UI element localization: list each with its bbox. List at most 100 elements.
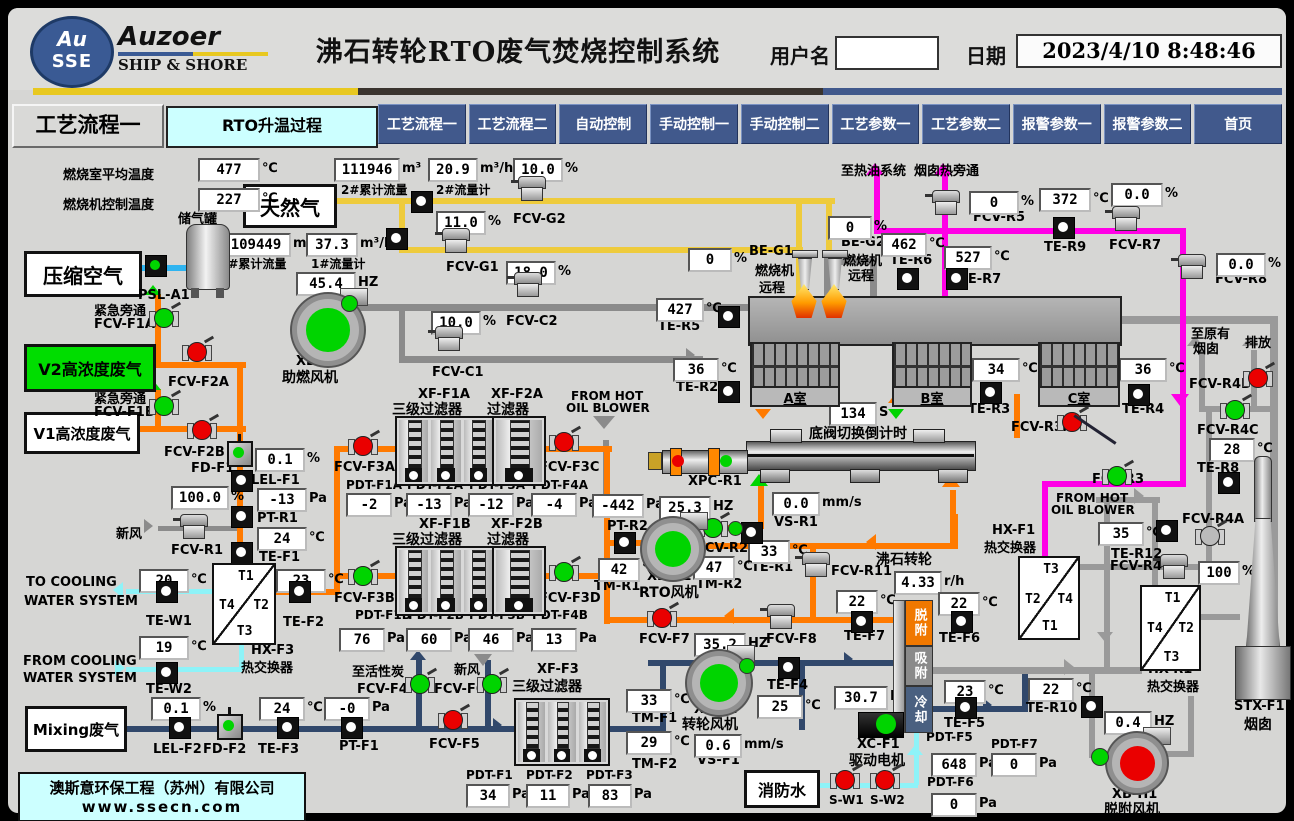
fcv-r3-valve[interactable] bbox=[1102, 459, 1135, 486]
te-r6-value: 462 bbox=[881, 233, 927, 257]
xf-f3-cap bbox=[523, 748, 540, 762]
fcv-r5-valve[interactable] bbox=[925, 190, 960, 215]
fcv-r5-pos-value: 0 bbox=[969, 191, 1019, 215]
vs-r1-value: 0.0 bbox=[772, 492, 820, 516]
lel-f1-unit: % bbox=[307, 451, 321, 466]
nav-button-5[interactable]: 手动控制二 bbox=[740, 104, 829, 144]
fcv-f7-valve[interactable] bbox=[647, 601, 680, 628]
fcv-f3c-valve[interactable] bbox=[549, 425, 582, 452]
label-PT-R1: PT-R1 bbox=[257, 511, 298, 526]
label-OIL BLOWER: OIL BLOWER bbox=[1051, 503, 1135, 517]
fcv-f5-valve[interactable] bbox=[438, 703, 471, 730]
fcv-f2a-valve[interactable] bbox=[182, 335, 215, 362]
te-r3-unit: ℃ bbox=[1022, 361, 1038, 376]
fcv-r4b-valve[interactable] bbox=[1243, 361, 1276, 388]
xb-f1-freq-value: 35.2 bbox=[694, 633, 746, 657]
label-TM-F2: TM-F2 bbox=[632, 757, 678, 772]
xb-r1-fan[interactable] bbox=[642, 518, 704, 580]
current-page-plate: 工艺流程一 bbox=[12, 104, 164, 148]
datetime-display: 2023/4/10 8:48:46 bbox=[1016, 34, 1282, 68]
fcv-r4c-part bbox=[1225, 400, 1245, 420]
gas2-flow-unit: m³/h bbox=[480, 161, 514, 176]
fcv-r4a-valve[interactable] bbox=[1195, 519, 1228, 546]
wheel-zone-脱附: 脱附 bbox=[905, 600, 933, 646]
arrow-cyan bbox=[907, 745, 923, 755]
username-input[interactable] bbox=[835, 36, 939, 70]
lel-f1-indicator bbox=[231, 470, 253, 492]
fcv-f1b-valve[interactable] bbox=[149, 389, 182, 416]
fcv-r11-valve[interactable] bbox=[795, 552, 830, 577]
nav-button-1[interactable]: 工艺流程一 bbox=[378, 104, 466, 144]
s-w1-valve[interactable] bbox=[830, 763, 863, 790]
nav-button-6[interactable]: 工艺参数一 bbox=[831, 104, 920, 144]
label-XF-F2A: XF-F2A bbox=[491, 387, 543, 402]
label-紧急旁通: 紧急旁通 bbox=[94, 304, 147, 319]
fcv-c2-valve[interactable] bbox=[507, 272, 542, 297]
label-新风: 新风 bbox=[454, 663, 481, 678]
fcv-r8-valve[interactable] bbox=[1171, 254, 1206, 279]
label-WATER SYSTEM: WATER SYSTEM bbox=[23, 671, 137, 686]
te-f3-indicator bbox=[277, 717, 299, 739]
label-S-W1: S-W1 bbox=[829, 793, 864, 807]
fcv-f3b-valve[interactable] bbox=[348, 559, 381, 586]
chimney-base bbox=[1235, 646, 1291, 700]
te-r5-indicator bbox=[718, 306, 740, 328]
nav-button-4[interactable]: 手动控制一 bbox=[650, 104, 738, 144]
nav-button-10[interactable]: 首页 bbox=[1194, 104, 1283, 144]
fcv-f6-valve[interactable] bbox=[477, 667, 510, 694]
fcv-g2-valve[interactable] bbox=[511, 176, 546, 201]
te-r1-indicator bbox=[741, 522, 763, 544]
fcv-r7-valve[interactable] bbox=[1105, 206, 1140, 231]
fcv-g1-valve[interactable] bbox=[435, 228, 470, 253]
xb-h1-fan[interactable] bbox=[1107, 733, 1167, 793]
label-TO COOLING: TO COOLING bbox=[26, 575, 117, 590]
fcv-c1-valve[interactable] bbox=[428, 326, 463, 351]
xb-c1-fan[interactable] bbox=[292, 294, 364, 366]
label-燃烧机: 燃烧机 bbox=[843, 254, 883, 269]
fcv-f2b-valve[interactable] bbox=[187, 413, 220, 440]
scada-app: Au SSE Auzoer SHIP & SHORE 沸石转轮RTO废气焚烧控制… bbox=[8, 8, 1291, 821]
nav-button-3[interactable]: 自动控制 bbox=[559, 104, 648, 144]
status-dot-3 bbox=[1091, 748, 1109, 766]
te-r7-indicator bbox=[946, 268, 968, 290]
xc-f1-state bbox=[876, 714, 896, 734]
te-f2-dot bbox=[294, 586, 304, 596]
s-w2-valve[interactable] bbox=[870, 763, 903, 790]
fcv-r4c-valve[interactable] bbox=[1220, 393, 1253, 420]
xf-f1b-media bbox=[472, 550, 487, 599]
label-WATER SYSTEM: WATER SYSTEM bbox=[24, 594, 138, 609]
fd-f2-part bbox=[223, 720, 234, 731]
fcv-f4-valve[interactable] bbox=[405, 667, 438, 694]
nav-button-7[interactable]: 工艺参数二 bbox=[922, 104, 1010, 144]
username-label: 用户名 bbox=[770, 44, 830, 68]
fcv-f8-valve[interactable] bbox=[760, 604, 795, 629]
fd-f2-damper[interactable] bbox=[217, 707, 243, 740]
nav-button-2[interactable]: 工艺流程二 bbox=[468, 104, 557, 144]
fcv-r4-valve[interactable] bbox=[1153, 554, 1188, 579]
label-FCV-F7: FCV-F7 bbox=[639, 632, 690, 647]
xb-f1-fan[interactable] bbox=[687, 651, 751, 715]
nav-button-9[interactable]: 报警参数二 bbox=[1103, 104, 1192, 144]
pipe-orange-62 bbox=[952, 514, 958, 548]
fcv-c2-pos-unit: % bbox=[558, 264, 572, 279]
label-PSL-A1: PSL-A1 bbox=[138, 288, 190, 303]
label-燃烧机控制温度: 燃烧机控制温度 bbox=[63, 198, 155, 213]
fcv-r4a-part bbox=[1200, 526, 1220, 546]
label-TE-R7: TE-R7 bbox=[959, 272, 1002, 287]
fcv-f3b-part bbox=[369, 559, 381, 568]
fcv-f3a-valve[interactable] bbox=[348, 429, 381, 456]
fcv-f1a-valve[interactable] bbox=[149, 301, 182, 328]
fd-f1-damper[interactable] bbox=[227, 434, 253, 467]
label-FCV-F4: FCV-F4 bbox=[357, 682, 408, 697]
fcv-f2a-part bbox=[203, 335, 215, 344]
nav-button-8[interactable]: 报警参数一 bbox=[1012, 104, 1101, 144]
label-FCV-G1: FCV-G1 bbox=[446, 260, 499, 275]
pdt-f4b-value: 13 bbox=[531, 628, 577, 652]
fcv-r1-valve[interactable] bbox=[173, 514, 208, 539]
hx-f1-port-T1: T1 bbox=[1042, 619, 1058, 634]
fcv-f3d-valve[interactable] bbox=[549, 555, 582, 582]
label-TE-F6: TE-F6 bbox=[939, 631, 981, 646]
fcv-r4-part bbox=[1153, 558, 1161, 561]
fcv-r5-pos-unit: % bbox=[1021, 194, 1035, 209]
pipe-orange-54 bbox=[604, 617, 906, 623]
